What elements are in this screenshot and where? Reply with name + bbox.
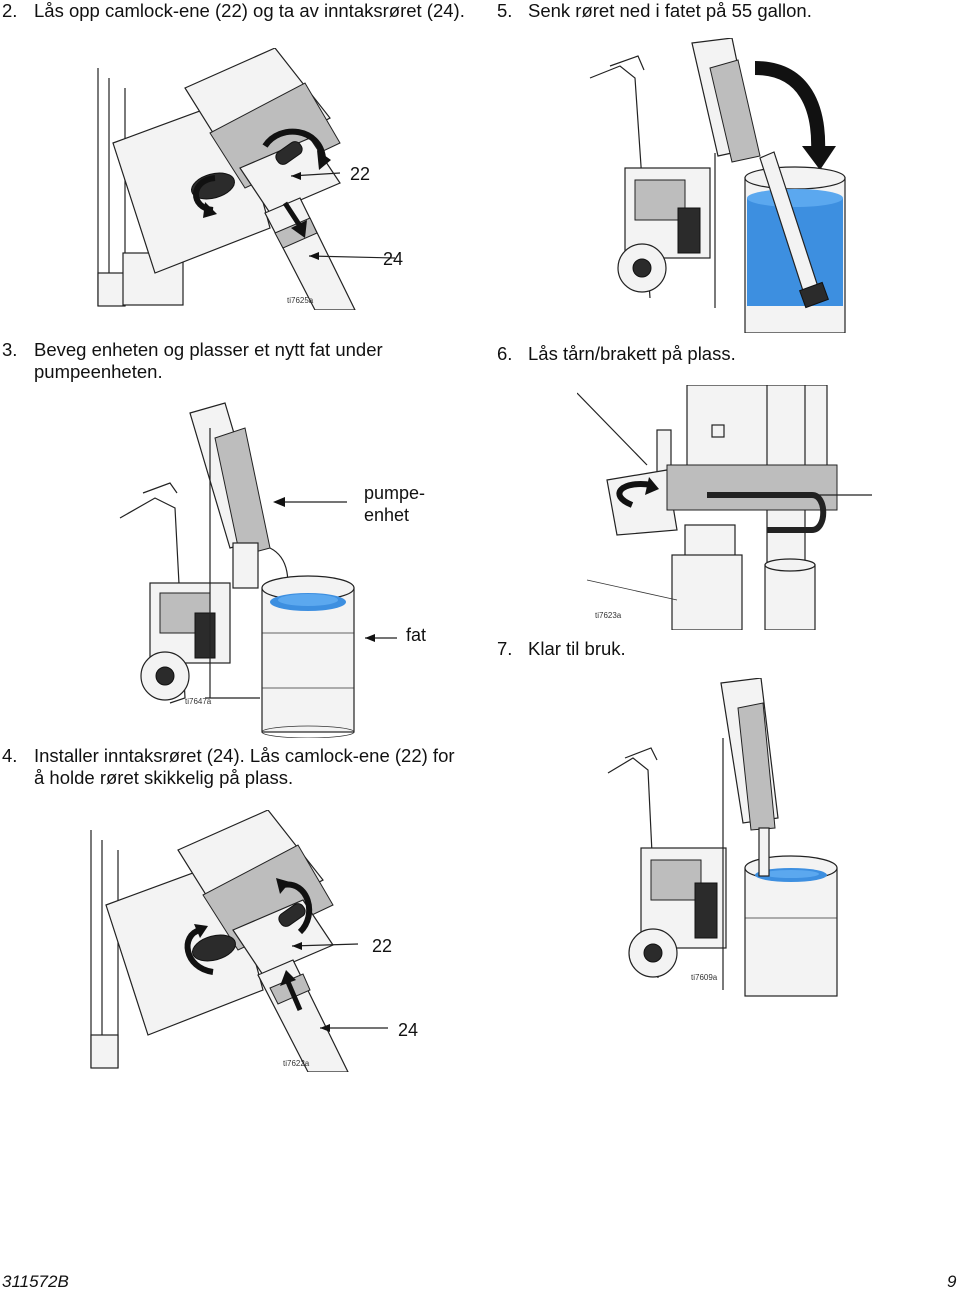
figure-move-unit: ti7647a [115,398,435,738]
figure-id: ti7647a [185,697,212,706]
step-6-text: 6. Lås tårn/brakett på plass. [497,343,736,365]
fig-unlock-callouts: 22 24 [350,164,403,269]
callout-24: 24 [383,249,403,269]
move-unit-illustration: ti7647a [119,402,397,738]
step-instruction: Lås opp camlock-ene (22) og ta av inntak… [34,0,465,21]
step-4-text: 4. Installer inntaksrøret (24). Lås camlo… [2,745,455,789]
callout-pump-unit: pumpe- enhet [364,482,425,526]
step-number: 5. [497,0,513,21]
step-number: 6. [497,343,513,364]
figure-unlock-camlocks: ti7625a [95,48,405,310]
callout-pump-unit-line1: pumpe- [364,483,426,503]
step-instruction-cont: pumpeenheten. [34,361,163,382]
figure-ready: ti7609a [603,678,843,1000]
step-instruction: Installer inntaksrøret (24). Lås camlock… [34,745,455,766]
page-number: 9 [947,1272,957,1291]
figure-id: ti7609a [691,973,718,982]
callout-drum: fat [406,625,427,645]
fig-install-callouts: 22 24 [372,936,418,1040]
figure-install-intake: ti7622a [88,810,408,1072]
figure-id: ti7625a [287,296,314,305]
step-5-text: 5. Senk røret ned i fatet på 55 gallon. [497,0,812,22]
document-number: 311572B [2,1272,69,1291]
step-instruction: Beveg enheten og plasser et nytt fat und… [34,339,383,360]
step-instruction: Lås tårn/brakett på plass. [528,343,736,364]
unlock-camlocks-illustration: ti7625a [97,48,396,310]
step-instruction: Klar til bruk. [528,638,626,659]
step-instruction: Senk røret ned i fatet på 55 gallon. [528,0,812,21]
step-7-text: 7. Klar til bruk. [497,638,626,660]
figure-id: ti7623a [595,611,622,620]
step-3-text: 3. Beveg enheten og plasser et nytt fat u… [2,339,383,383]
callout-22: 22 [372,936,392,956]
step-number: 3. [2,339,18,360]
step-2-text: 2. Lås opp camlock-ene (22) og ta av innt… [2,0,465,22]
ready-illustration: ti7609a [607,678,838,997]
step-number: 4. [2,745,18,766]
step-instruction-cont: å holde røret skikkelig på plass. [34,767,294,788]
lock-bracket-illustration: ti7623a [577,385,872,630]
lower-tube-illustration [589,38,846,333]
step-number: 2. [2,0,18,21]
figure-lock-bracket: ti7623a [577,385,872,630]
callout-22: 22 [350,164,370,184]
figure-lower-tube [580,38,852,333]
figure-id: ti7622a [283,1059,310,1068]
callout-24: 24 [398,1020,418,1040]
step-number: 7. [497,638,513,659]
callout-pump-unit-line2: enhet [364,505,410,525]
install-intake-illustration: ti7622a [90,810,388,1072]
